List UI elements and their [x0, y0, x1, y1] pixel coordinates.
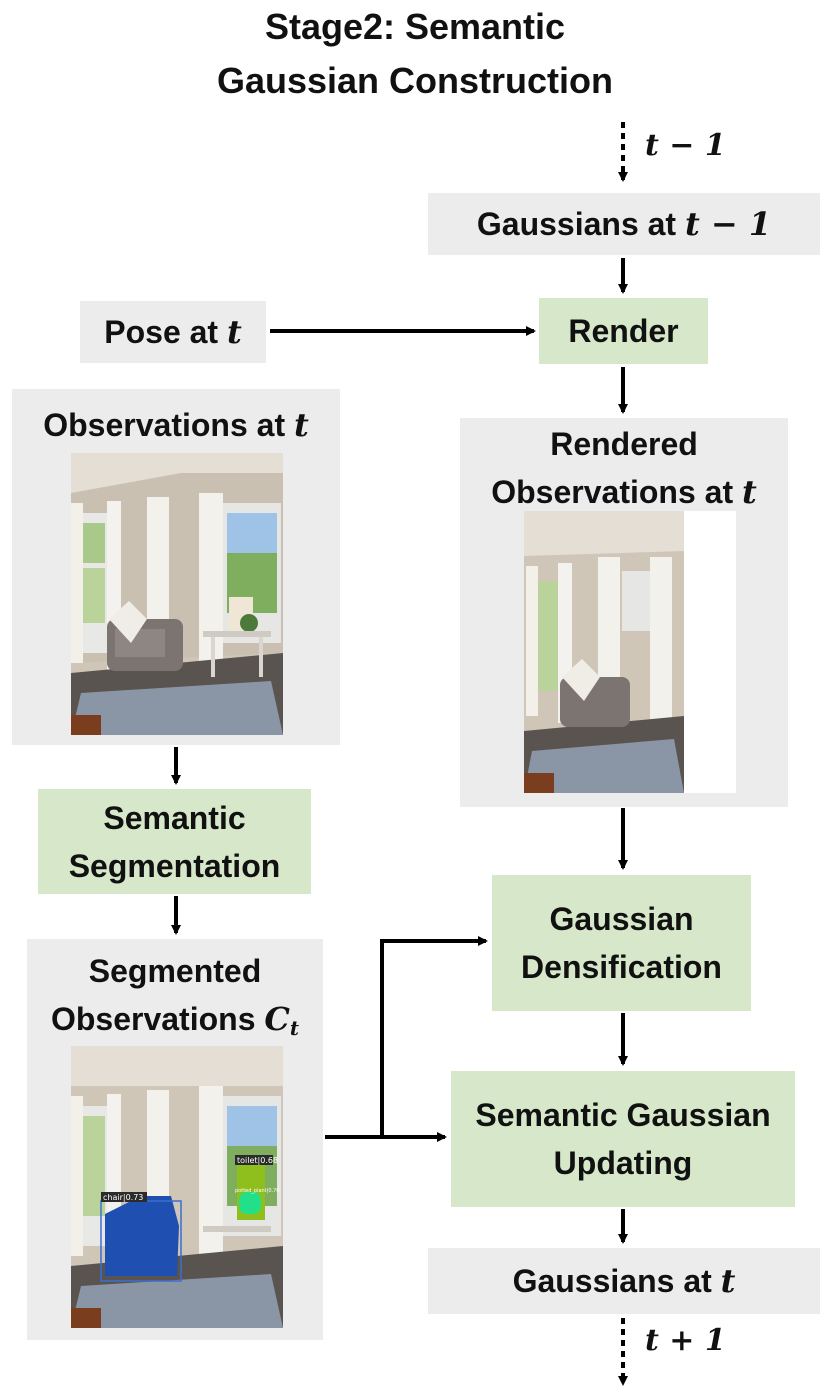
- plant-mask: [239, 1192, 261, 1214]
- chair-detection-label: chair|0.73: [103, 1193, 143, 1202]
- gaussians-prev-label: Gaussians at: [476, 206, 685, 242]
- observations-panel: Observations at t: [12, 389, 340, 745]
- pose-box: Pose at t: [80, 301, 266, 363]
- gaussians-t-var: t: [720, 1262, 736, 1300]
- gaussian-densification-line1: Gaussian: [549, 901, 694, 937]
- room-photo: [71, 453, 283, 735]
- toilet-detection-label: toilet|0.68: [237, 1156, 278, 1165]
- render-label: Render: [568, 313, 679, 349]
- semantic-segmentation-line2: Segmentation: [68, 847, 281, 884]
- figure-title-line2: Gaussian Construction: [216, 60, 614, 101]
- arrow-segmented-to-densification: [380, 936, 488, 1137]
- observations-caption: Observations at t: [43, 406, 309, 444]
- rendered-panel: Rendered Observations at t: [460, 418, 788, 807]
- render-box: Render: [539, 298, 708, 364]
- gaussians-t-label: Gaussians at: [512, 1263, 721, 1299]
- rendered-caption-line2: Observations at t: [491, 473, 757, 511]
- segmented-caption-line1: Segmented: [88, 953, 262, 989]
- gaussian-densification-box: Gaussian Densification: [492, 875, 751, 1011]
- rendered-caption-line1: Rendered: [550, 426, 698, 462]
- gaussians-t-box: Gaussians at t: [428, 1248, 820, 1314]
- segmented-room-photo: chair|0.73 toilet|0.68 potted_plant|0.76: [71, 1046, 283, 1328]
- gaussians-prev-var: t − 1: [684, 205, 772, 243]
- observation-image: [71, 453, 283, 735]
- rendered-room-photo: [524, 511, 736, 793]
- segmented-caption-line2: Observations Ct: [50, 1000, 300, 1040]
- semantic-gaussian-updating-box: Semantic Gaussian Updating: [451, 1071, 795, 1207]
- segmented-panel: Segmented Observations Ct chair|0.73: [27, 939, 323, 1340]
- semantic-segmentation-box: Semantic Segmentation: [38, 789, 311, 894]
- semantic-gaussian-updating-line1: Semantic Gaussian: [475, 1097, 771, 1133]
- plant-detection-label: potted_plant|0.76: [235, 1188, 279, 1194]
- gaussians-prev-box: Gaussians at t − 1: [428, 193, 820, 255]
- pose-label: Pose at: [104, 314, 227, 350]
- time-prev-label: t − 1: [645, 128, 726, 163]
- rendered-image: [524, 511, 736, 793]
- time-next-label: t + 1: [645, 1323, 726, 1358]
- figure-title-line1: Stage2: Semantic: [264, 6, 566, 47]
- chair-mask: [105, 1196, 179, 1276]
- gaussian-densification-line2: Densification: [521, 949, 722, 985]
- pose-var: t: [226, 313, 242, 351]
- semantic-gaussian-updating-line2: Updating: [553, 1145, 693, 1181]
- segmented-image: chair|0.73 toilet|0.68 potted_plant|0.76: [71, 1046, 283, 1328]
- semantic-segmentation-line1: Semantic: [103, 799, 246, 836]
